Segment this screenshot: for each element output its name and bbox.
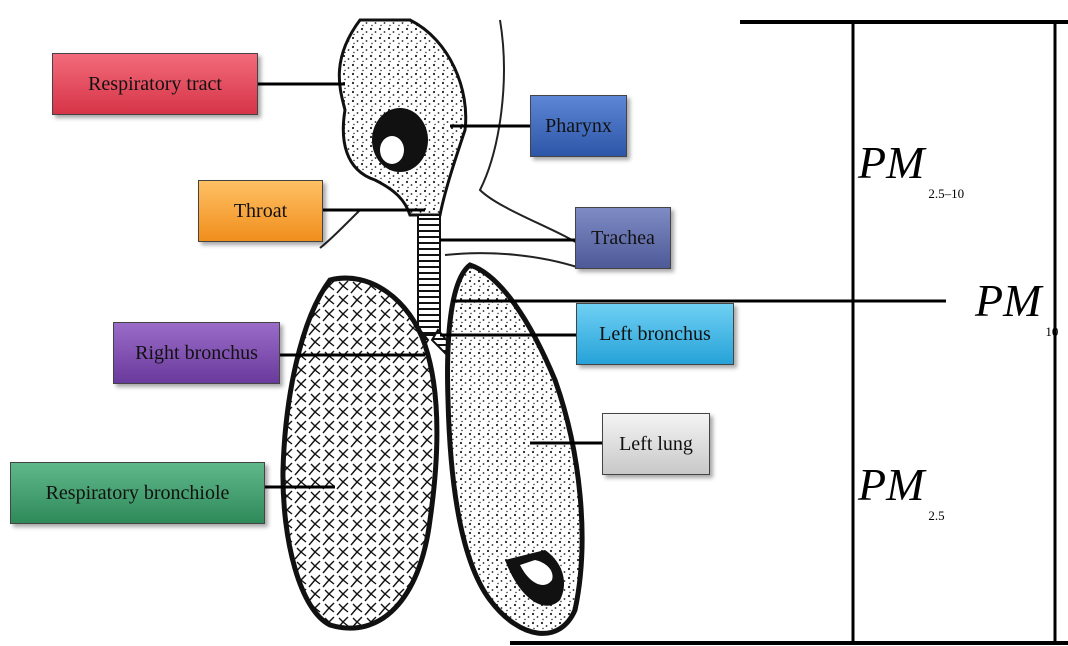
pm-2-5-label: PM2.5	[858, 462, 941, 508]
mouth-inner	[380, 136, 404, 164]
pm-10-main: PM	[975, 275, 1041, 326]
pm-10-sub: 10	[1045, 324, 1058, 339]
label-trachea: Trachea	[575, 207, 671, 269]
label-throat: Throat	[198, 180, 323, 242]
pm-10-label: PM10	[975, 278, 1054, 324]
label-right-bronchus: Right bronchus	[113, 322, 280, 384]
trachea-tube	[418, 215, 440, 335]
neck-outline-left	[320, 210, 360, 248]
pm-2-5-10-sub: 2.5–10	[928, 186, 964, 201]
pm-2-5-10-label: PM2.5–10	[858, 140, 960, 186]
pm-2-5-main: PM	[858, 459, 924, 510]
right-lung	[283, 278, 437, 628]
label-pharynx: Pharynx	[530, 95, 627, 157]
label-left-bronchus: Left bronchus	[576, 303, 734, 365]
label-respiratory-bronchiole: Respiratory bronchiole	[10, 462, 265, 524]
pm-2-5-sub: 2.5	[928, 508, 944, 523]
label-respiratory-tract: Respiratory tract	[52, 53, 258, 115]
shoulder-line-right	[445, 253, 580, 268]
label-left-lung: Left lung	[602, 413, 710, 475]
pm-2-5-10-main: PM	[858, 137, 924, 188]
